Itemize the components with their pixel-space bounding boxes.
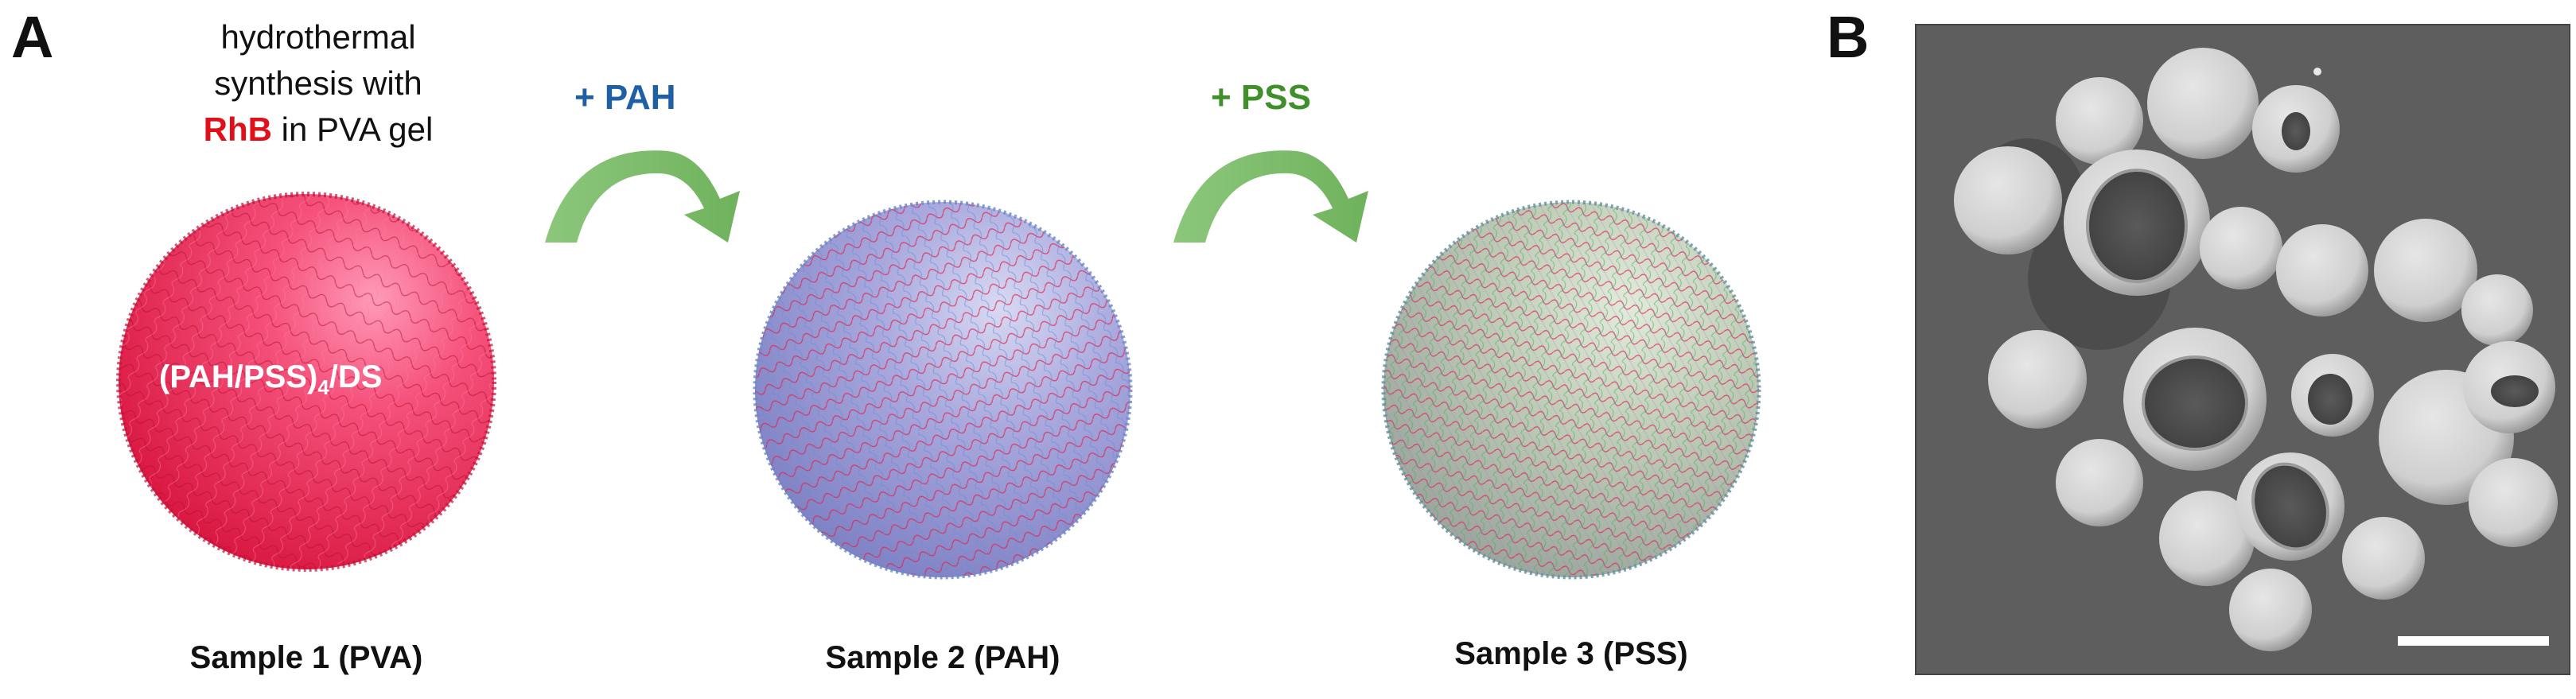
composition-main: (PAH/PSS): [159, 359, 318, 394]
sample-3-sphere: [1380, 199, 1762, 581]
sem-micrograph: [1915, 24, 2570, 675]
curved-arrow-2-icon: [1173, 150, 1368, 243]
scale-bar: [2398, 636, 2549, 646]
sphere-composition-label: (PAH/PSS)4/DS: [159, 359, 382, 400]
sample-2-sphere: [752, 199, 1134, 581]
step-pss-label: + PSS: [1211, 78, 1311, 117]
step-pah-label: + PAH: [574, 78, 676, 117]
sample-1-caption: Sample 1 (PVA): [189, 640, 423, 675]
intro-text: hydrothermal synthesis with RhB in PVA g…: [159, 14, 477, 153]
sample-2-caption: Sample 2 (PAH): [825, 640, 1060, 675]
sample-1-sphere: [115, 191, 497, 573]
intro-line-3: RhB in PVA gel: [159, 107, 477, 153]
rhb-highlight: RhB: [203, 111, 272, 148]
composition-tail: /DS: [329, 359, 383, 394]
intro-line-2: synthesis with: [214, 64, 422, 102]
sample-3-caption: Sample 3 (PSS): [1454, 636, 1688, 671]
curved-arrow-1-icon: [545, 150, 740, 243]
intro-line-1: hydrothermal: [220, 18, 416, 56]
panel-b-letter: B: [1827, 4, 1870, 70]
composition-subscript: 4: [317, 375, 329, 399]
intro-line-3-rest: in PVA gel: [271, 111, 434, 148]
panel-a-letter: A: [11, 4, 54, 70]
